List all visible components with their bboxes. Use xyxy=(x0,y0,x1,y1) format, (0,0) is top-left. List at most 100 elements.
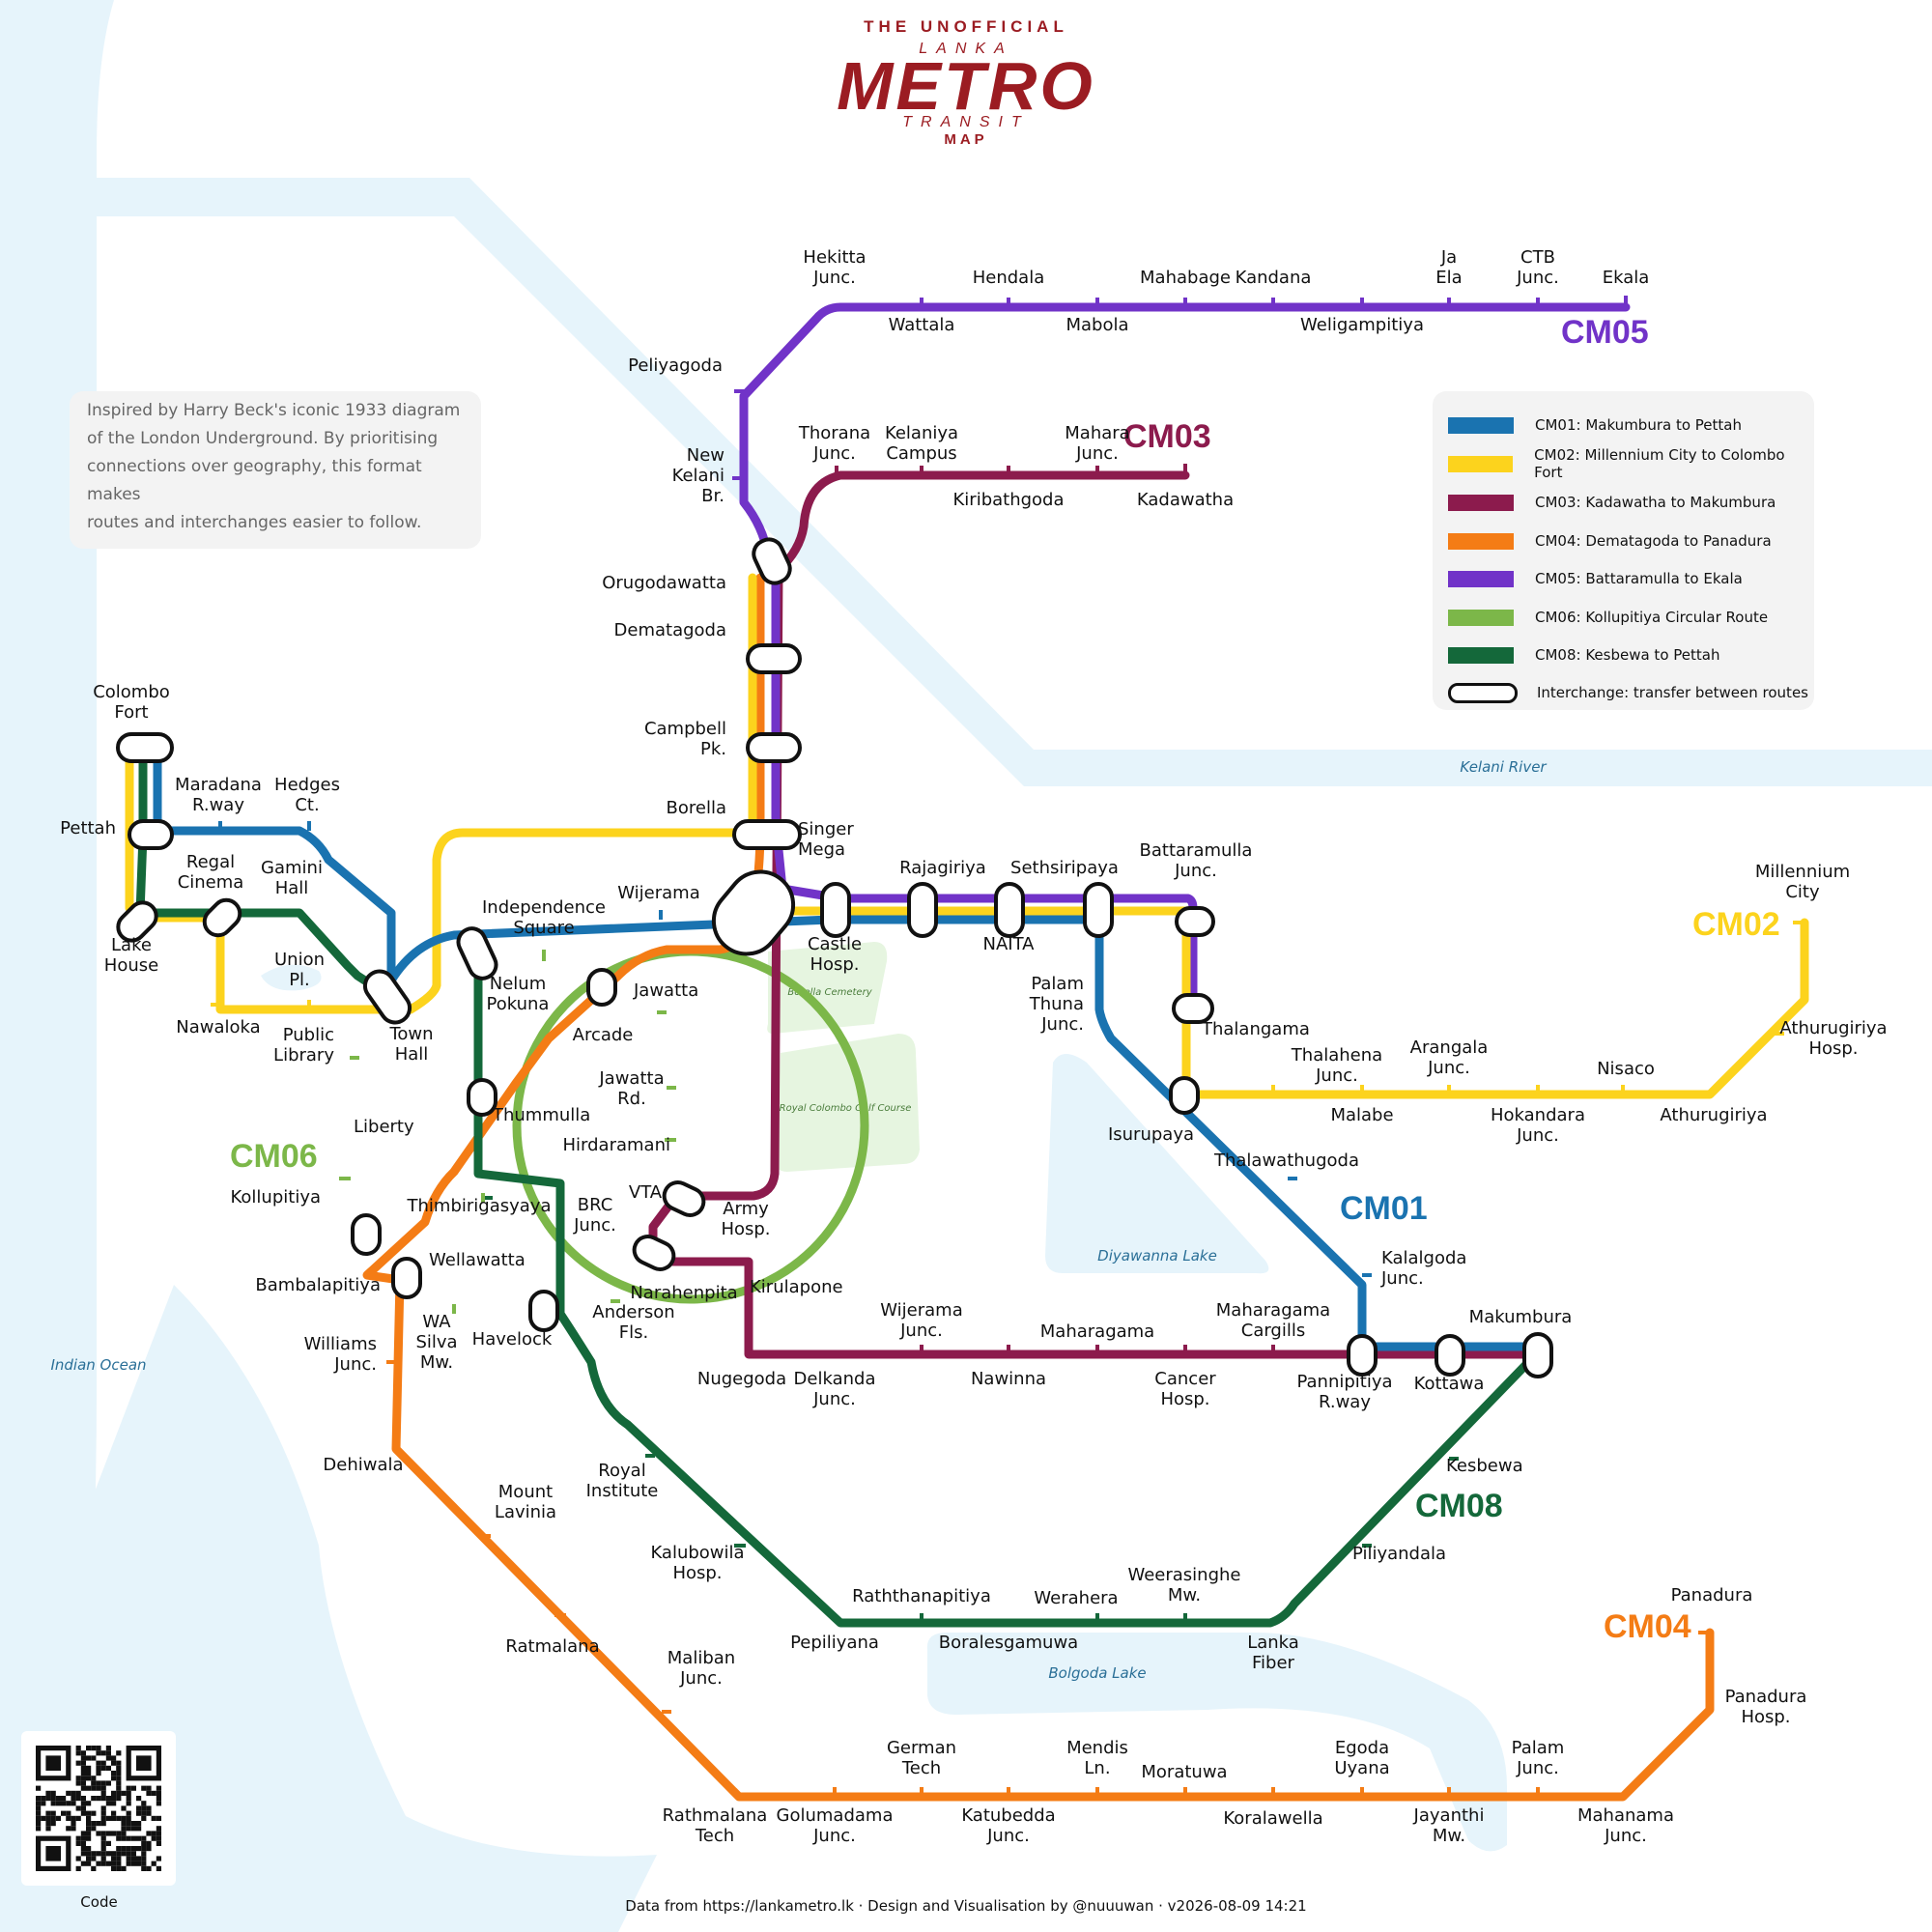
station-label-line: R.way xyxy=(1319,1392,1371,1412)
station-label-line: Public xyxy=(283,1025,334,1045)
station-label-line: Hosp. xyxy=(672,1563,722,1583)
station-label-line: Hendala xyxy=(973,268,1045,288)
station-label-line: Orugodawatta xyxy=(602,573,726,593)
station-label-line: Millennium xyxy=(1755,862,1850,882)
title-top: THE UNOFFICIAL xyxy=(864,17,1068,36)
station-label-maharagama: Maharagama xyxy=(1040,1321,1154,1342)
station-label-line: Junc. xyxy=(1380,1268,1424,1289)
station-label-line: Thimbirigasyaya xyxy=(407,1196,552,1216)
station-label-line: Maliban xyxy=(668,1648,735,1668)
station-label-line: Ct. xyxy=(295,795,319,815)
station-label-line: Lake xyxy=(111,935,152,955)
station-label-line: Kalalgoda xyxy=(1381,1248,1466,1268)
beira-lake xyxy=(261,964,322,991)
legend-row-cm04: CM04: Dematagoda to Panadura xyxy=(1448,531,1772,551)
station-label-line: Junc. xyxy=(986,1826,1030,1846)
interchange-thalangama xyxy=(1172,993,1214,1024)
station-label-sethsiripaya: Sethsiripaya xyxy=(1010,858,1119,878)
station-label-line: Institute xyxy=(586,1481,659,1501)
legend-swatch xyxy=(1448,455,1514,472)
station-label-line: Thuna xyxy=(1029,994,1084,1014)
station-label-line: Pokuna xyxy=(487,994,550,1014)
station-label-line: Mega xyxy=(798,839,845,860)
route-cm05 xyxy=(739,302,1631,1017)
station-label-line: Union xyxy=(274,950,325,970)
interchange-town-hall xyxy=(362,969,412,1025)
title-metro: METRO xyxy=(837,48,1095,124)
borella-cemetery xyxy=(767,942,888,1034)
station-label-line: Mw. xyxy=(1168,1585,1201,1605)
route-cm03 xyxy=(648,470,1543,1359)
golf-course xyxy=(775,1034,920,1172)
map-title: THE UNOFFICIAL LANKA METRO TRANSIT MAP xyxy=(773,17,1159,148)
station-label-line: Cargills xyxy=(1241,1321,1306,1341)
station-label-isurupaya: Isurupaya xyxy=(1108,1124,1194,1145)
station-label-bambalapitiya: Bambalapitiya xyxy=(255,1275,381,1295)
station-label-vta: VTA xyxy=(629,1182,663,1203)
station-label-mahabage: Mahabage xyxy=(1140,268,1231,288)
station-label-piliyandala: Piliyandala xyxy=(1352,1544,1446,1564)
station-label-line: Makumbura xyxy=(1469,1307,1573,1327)
interchange-icon xyxy=(1448,682,1518,703)
station-label-line: Jawatta xyxy=(633,980,698,1001)
interchange-pannipitiya xyxy=(1347,1334,1378,1377)
station-label-line: Kottawa xyxy=(1414,1374,1485,1394)
qr-code[interactable] xyxy=(21,1731,176,1886)
station-label-line: Rathmalana xyxy=(663,1805,768,1826)
station-label-line: Fls. xyxy=(619,1322,648,1343)
station-label-line: Singer xyxy=(798,819,854,839)
station-label-line: Delkanda xyxy=(794,1369,876,1389)
station-label-line: Maharagama xyxy=(1040,1321,1154,1342)
station-label-line: Royal xyxy=(598,1461,645,1481)
interchange-wellawatta xyxy=(391,1257,422,1299)
station-label-line: Palam xyxy=(1031,974,1084,994)
station-label-line: Junc. xyxy=(1427,1058,1470,1078)
station-label-line: Nawaloka xyxy=(176,1017,260,1037)
legend-text: CM06: Kollupitiya Circular Route xyxy=(1535,609,1769,626)
interchange-colombo-fort xyxy=(116,732,174,763)
station-label-line: Junc. xyxy=(899,1321,943,1341)
legend-swatch xyxy=(1448,416,1514,434)
station-label-line: Jawatta xyxy=(598,1068,664,1089)
station-label-line: Hosp. xyxy=(721,1219,770,1239)
station-label-line: Hosp. xyxy=(1741,1707,1790,1727)
golf-course-label: Royal Colombo Golf Course xyxy=(780,1103,912,1114)
station-label-line: Kiribathgoda xyxy=(952,490,1064,510)
station-label-line: Colombo xyxy=(93,682,170,702)
title-map: MAP xyxy=(944,131,988,148)
station-label-thalangama: Thalangama xyxy=(1201,1019,1310,1039)
interchange-isurupaya xyxy=(1169,1076,1200,1115)
interchanges xyxy=(116,537,1553,1378)
station-label-line: Junc. xyxy=(679,1668,723,1689)
station-label-line: Peliyagoda xyxy=(628,355,723,376)
station-label-kollupitiya: Kollupitiya xyxy=(231,1187,322,1208)
station-label-line: BRC xyxy=(578,1195,613,1215)
station-label-line: Kollupitiya xyxy=(231,1187,322,1208)
station-label-orugodawatta: Orugodawatta xyxy=(602,573,726,593)
line-label-cm05: CM05 xyxy=(1561,314,1649,351)
legend-swatch xyxy=(1448,609,1514,626)
station-label-line: Bambalapitiya xyxy=(255,1275,381,1295)
station-label-line: Wijerama xyxy=(880,1300,962,1321)
station-label-line: Square xyxy=(513,918,574,938)
station-label-line: Wellawatta xyxy=(429,1250,526,1270)
line-label-cm01: CM01 xyxy=(1340,1190,1428,1227)
interchange-singer-mega xyxy=(711,869,796,956)
station-label-nugegoda: Nugegoda xyxy=(697,1369,786,1389)
intro-line: of the London Underground. By prioritisi… xyxy=(87,429,439,448)
legend-row-interchange: Interchange: transfer between routes xyxy=(1448,682,1808,703)
legend-text: CM05: Battaramulla to Ekala xyxy=(1535,570,1743,587)
station-label-jawatta: Jawatta xyxy=(633,980,698,1001)
